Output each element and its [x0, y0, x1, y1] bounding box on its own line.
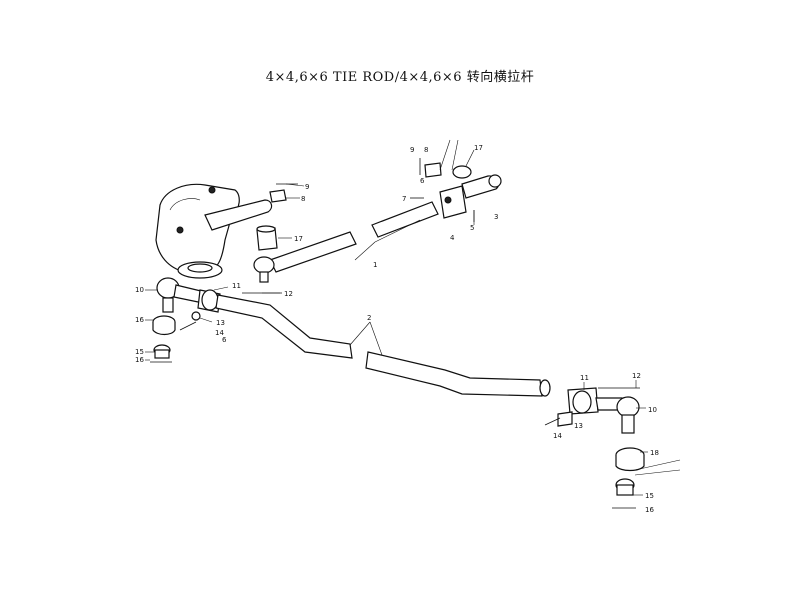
callout-6: 6 [420, 177, 425, 185]
callout-9: 9 [410, 146, 414, 154]
lower-tie-rod-assembly [150, 277, 681, 509]
callout-labels: 9 8 17 10 16 15 16 11 12 13 14 6 9 8 17 … [135, 144, 659, 514]
callout-17: 17 [474, 144, 483, 152]
callout-12: 12 [284, 290, 293, 298]
callout-13: 13 [574, 422, 583, 430]
callout-11: 11 [580, 374, 589, 382]
callout-8: 8 [424, 146, 428, 154]
callout-5: 5 [470, 224, 474, 232]
callout-16: 16 [135, 356, 144, 364]
diagram-title: 4×4,6×6 TIE ROD/4×4,6×6 转向横拉杆 [265, 70, 535, 85]
callout-12: 12 [632, 372, 641, 380]
callout-7: 7 [402, 195, 406, 203]
callout-11: 11 [232, 282, 241, 290]
callout-14: 14 [215, 329, 224, 337]
callout-17: 17 [294, 235, 303, 243]
callout-4: 4 [450, 234, 455, 242]
callout-3: 3 [494, 213, 498, 221]
callout-15: 15 [645, 492, 654, 500]
callout-14: 14 [553, 432, 562, 440]
callout-16: 16 [135, 316, 144, 324]
callout-10: 10 [135, 286, 144, 294]
upper-tie-rod-assembly [253, 139, 502, 283]
callout-13: 13 [216, 319, 225, 327]
callout-16: 16 [645, 506, 654, 514]
steering-knuckle [155, 183, 273, 279]
leader-lines [145, 149, 648, 496]
callout-10: 10 [648, 406, 657, 414]
callout-9: 9 [305, 183, 309, 191]
callout-6: 6 [222, 336, 227, 344]
callout-2: 2 [367, 314, 371, 322]
callout-18: 18 [650, 449, 659, 457]
callout-8: 8 [301, 195, 305, 203]
callout-15: 15 [135, 348, 144, 356]
callout-1: 1 [373, 261, 377, 269]
